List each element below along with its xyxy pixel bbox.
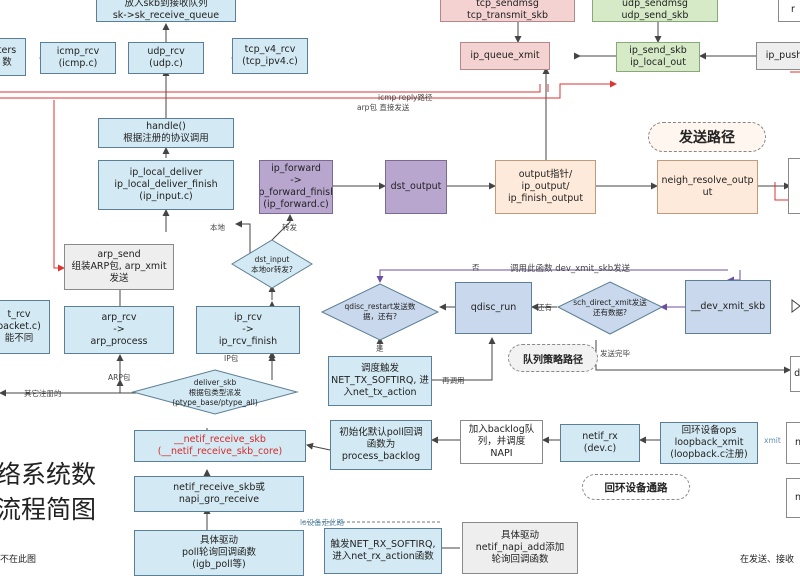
- ip-rcv-node: ip_rcv -> ip_rcv_finish: [196, 306, 300, 354]
- output-pointer-node: output指针/ ip_output/ ip_finish_output: [495, 160, 596, 214]
- dev-xmit-skb-node: __dev_xmit_skb: [685, 280, 771, 334]
- neigh-resolve-output-node: neigh_resolve_outp ut: [657, 160, 758, 214]
- ip-local-deliver-node: ip_local_deliver ip_local_deliver_finish…: [98, 160, 234, 210]
- ip-forward-node: ip_forward -> ip_forward_finish (ip_forw…: [259, 160, 333, 214]
- loopback-ops-node: 回环设备ops loopback_xmit (loopback.c注册): [660, 422, 758, 464]
- send-path-section: 发送路径: [648, 122, 766, 152]
- init-poll-node: 初始化默认poll回调 函数为 process_backlog: [330, 420, 432, 470]
- icmp-reply-label: icmp reply路径: [378, 93, 433, 102]
- tcp-v4-rcv-node: tcp_v4_rcv (tcp_ipv4.c): [232, 38, 308, 74]
- tcp-sendmsg-node: tcp_sendmsg tcp_transmit_skb: [440, 0, 575, 22]
- netif-receive-skb-core-node: __netif_receive_skb (__netif_receive_skb…: [134, 430, 306, 462]
- forward-label: 转发: [282, 223, 297, 232]
- still-more-label: 还有: [537, 303, 552, 312]
- lo-device-label: lo设备走此路: [300, 518, 345, 527]
- xmit-label: xmit: [764, 436, 781, 445]
- qdisc-run-node: qdisc_run: [455, 282, 532, 334]
- right-edge-node-1: r: [778, 0, 800, 22]
- arp-send-node: arp_send 组装ARP包, arp_xmit 发送: [64, 244, 174, 290]
- right-edge-node-2: [788, 158, 800, 214]
- ip-queue-xmit-node: ip_queue_xmit: [460, 42, 550, 70]
- sk-receive-queue-node: 放入skb到接收队列 sk->sk_receive_queue: [96, 0, 236, 22]
- call-dev-xmit-label: 调用此函数 dev_xmit_skb发送: [510, 264, 631, 274]
- qdisc-restart-text: qdisc_restart发送数 据，还有?: [344, 302, 416, 321]
- dst-input-text: dst_input 本地or转发?: [251, 255, 293, 274]
- arp-reply-label: arp包 直接发送: [357, 103, 410, 112]
- backlog-node: 加入backlog队 列，并调度 NAPI: [460, 420, 543, 464]
- right-edge-node-3: de: [790, 356, 800, 392]
- driver-poll-node: 具体驱动 poll轮询回调函数 (igb_poll等): [134, 530, 304, 576]
- reschedule-label: 再调用: [442, 376, 465, 385]
- footer-left-note: 不在此图: [0, 555, 37, 565]
- ip-packet-label: IP包: [224, 354, 239, 363]
- ip-send-skb-node: ip_send_skb ip_local_out: [616, 42, 700, 72]
- arp-packet-label: ARP包: [108, 373, 131, 382]
- right-edge-node-4: n: [786, 422, 800, 464]
- dst-output-node: dst_output: [385, 160, 447, 214]
- arp-rcv-node: arp_rcv -> arp_process: [64, 306, 174, 354]
- udp-rcv-node: udp_rcv (udp.c): [128, 42, 204, 74]
- sch-direct-xmit-text: sch_direct_xmit发送 还有数据?: [573, 298, 647, 317]
- no-label: 否: [472, 263, 480, 272]
- footer-right-note: 在发送、接收: [740, 555, 795, 565]
- netif-receive-skb-node: netif_receive_skb或 napi_gro_receive: [134, 476, 304, 512]
- handle-node: handle() 根据注册的协议调用: [98, 118, 234, 148]
- netif-rx-node: netif_rx (dev.c): [560, 424, 640, 462]
- queue-policy-section: 队列策略路径: [508, 344, 598, 372]
- icmp-rcv-node: icmp_rcv (icmp.c): [40, 42, 116, 74]
- net-rx-softirq-node: 触发NET_RX_SOFTIRQ, 进入net_rx_action函数: [324, 528, 442, 574]
- ip-push-node: ip_push: [756, 42, 800, 70]
- yes-label: 是: [376, 344, 384, 353]
- net-tx-softirq-node: 调度触发 NET_TX_SOFTIRQ, 进 入net_tx_action: [328, 356, 432, 406]
- other-registered-label: 其它注册的: [24, 389, 62, 398]
- right-edge-node-5: n: [786, 478, 800, 518]
- filters-node: ters 数: [0, 38, 26, 76]
- title-line-2: 流程简图: [0, 495, 97, 524]
- packet-rcv-node: t_rcv packet.c) 能不同: [0, 300, 50, 354]
- local-label: 本地: [210, 223, 225, 232]
- title-line-1: 络系统数: [0, 460, 97, 489]
- udp-sendmsg-node: udp_sendmsg udp_send_skb: [592, 0, 718, 22]
- loopback-path-section: 回环设备通路: [582, 474, 690, 500]
- deliver-skb-text: deliver_skb 根据包类型派发 (ptype_base/ptype_al…: [172, 378, 258, 407]
- napi-add-node: 具体驱动 netif_napi_add添加 轮询回调函数: [462, 522, 578, 574]
- send-done-label: 发送完毕: [600, 349, 630, 358]
